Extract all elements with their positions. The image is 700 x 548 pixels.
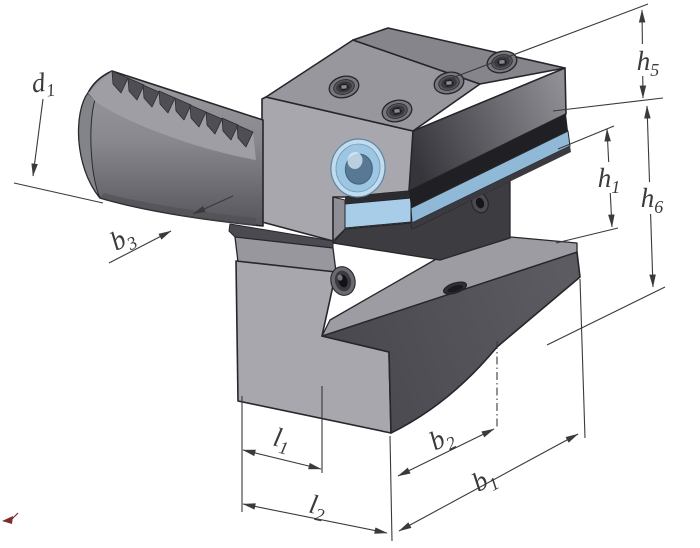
dimension-h5: h5 — [630, 9, 666, 99]
ledge-hole — [442, 281, 468, 295]
shank-threads — [111, 70, 254, 148]
red-cursor-mark — [2, 512, 19, 524]
shank-end-chamfer — [78, 92, 101, 199]
dimension-d1: d1 — [13, 66, 104, 204]
dimension-h6: h6 — [634, 105, 670, 288]
seat-surface-left — [344, 197, 412, 229]
coolant-hole — [330, 138, 386, 198]
pocket-back-wall — [332, 180, 511, 261]
dim-label-h6: h6 — [641, 183, 664, 217]
dim-label-b2: b2 — [424, 419, 459, 459]
dim-label-h5: h5 — [637, 46, 660, 80]
seat-edge-right — [412, 146, 571, 229]
shank-bottom-shadow — [100, 193, 256, 226]
toolholder-part — [77, 27, 581, 434]
hex-screw-1 — [328, 75, 360, 99]
dim-label-l2: l2 — [306, 489, 329, 526]
dim-label-b3: b3 — [105, 220, 140, 261]
dim-label-d1: d1 — [30, 66, 57, 103]
dim-label-l1: l1 — [270, 422, 294, 459]
dimension-l2: l2 — [242, 435, 393, 542]
hex-screw-3 — [433, 71, 465, 95]
clamp-screw-hole-left — [330, 266, 356, 296]
dimensions: d1 b3 h5 h6 h1 — [13, 3, 670, 542]
dim-label-b1: b1 — [467, 461, 503, 502]
seat-shadow-left — [345, 191, 411, 204]
dimension-l1: l1 — [241, 386, 323, 512]
shank-top-band — [88, 71, 256, 160]
dim-label-h1: h1 — [598, 163, 621, 197]
hex-screw-2 — [381, 99, 413, 123]
dimension-h1: h1 — [592, 128, 626, 228]
overhang-shadow-right — [409, 114, 568, 208]
